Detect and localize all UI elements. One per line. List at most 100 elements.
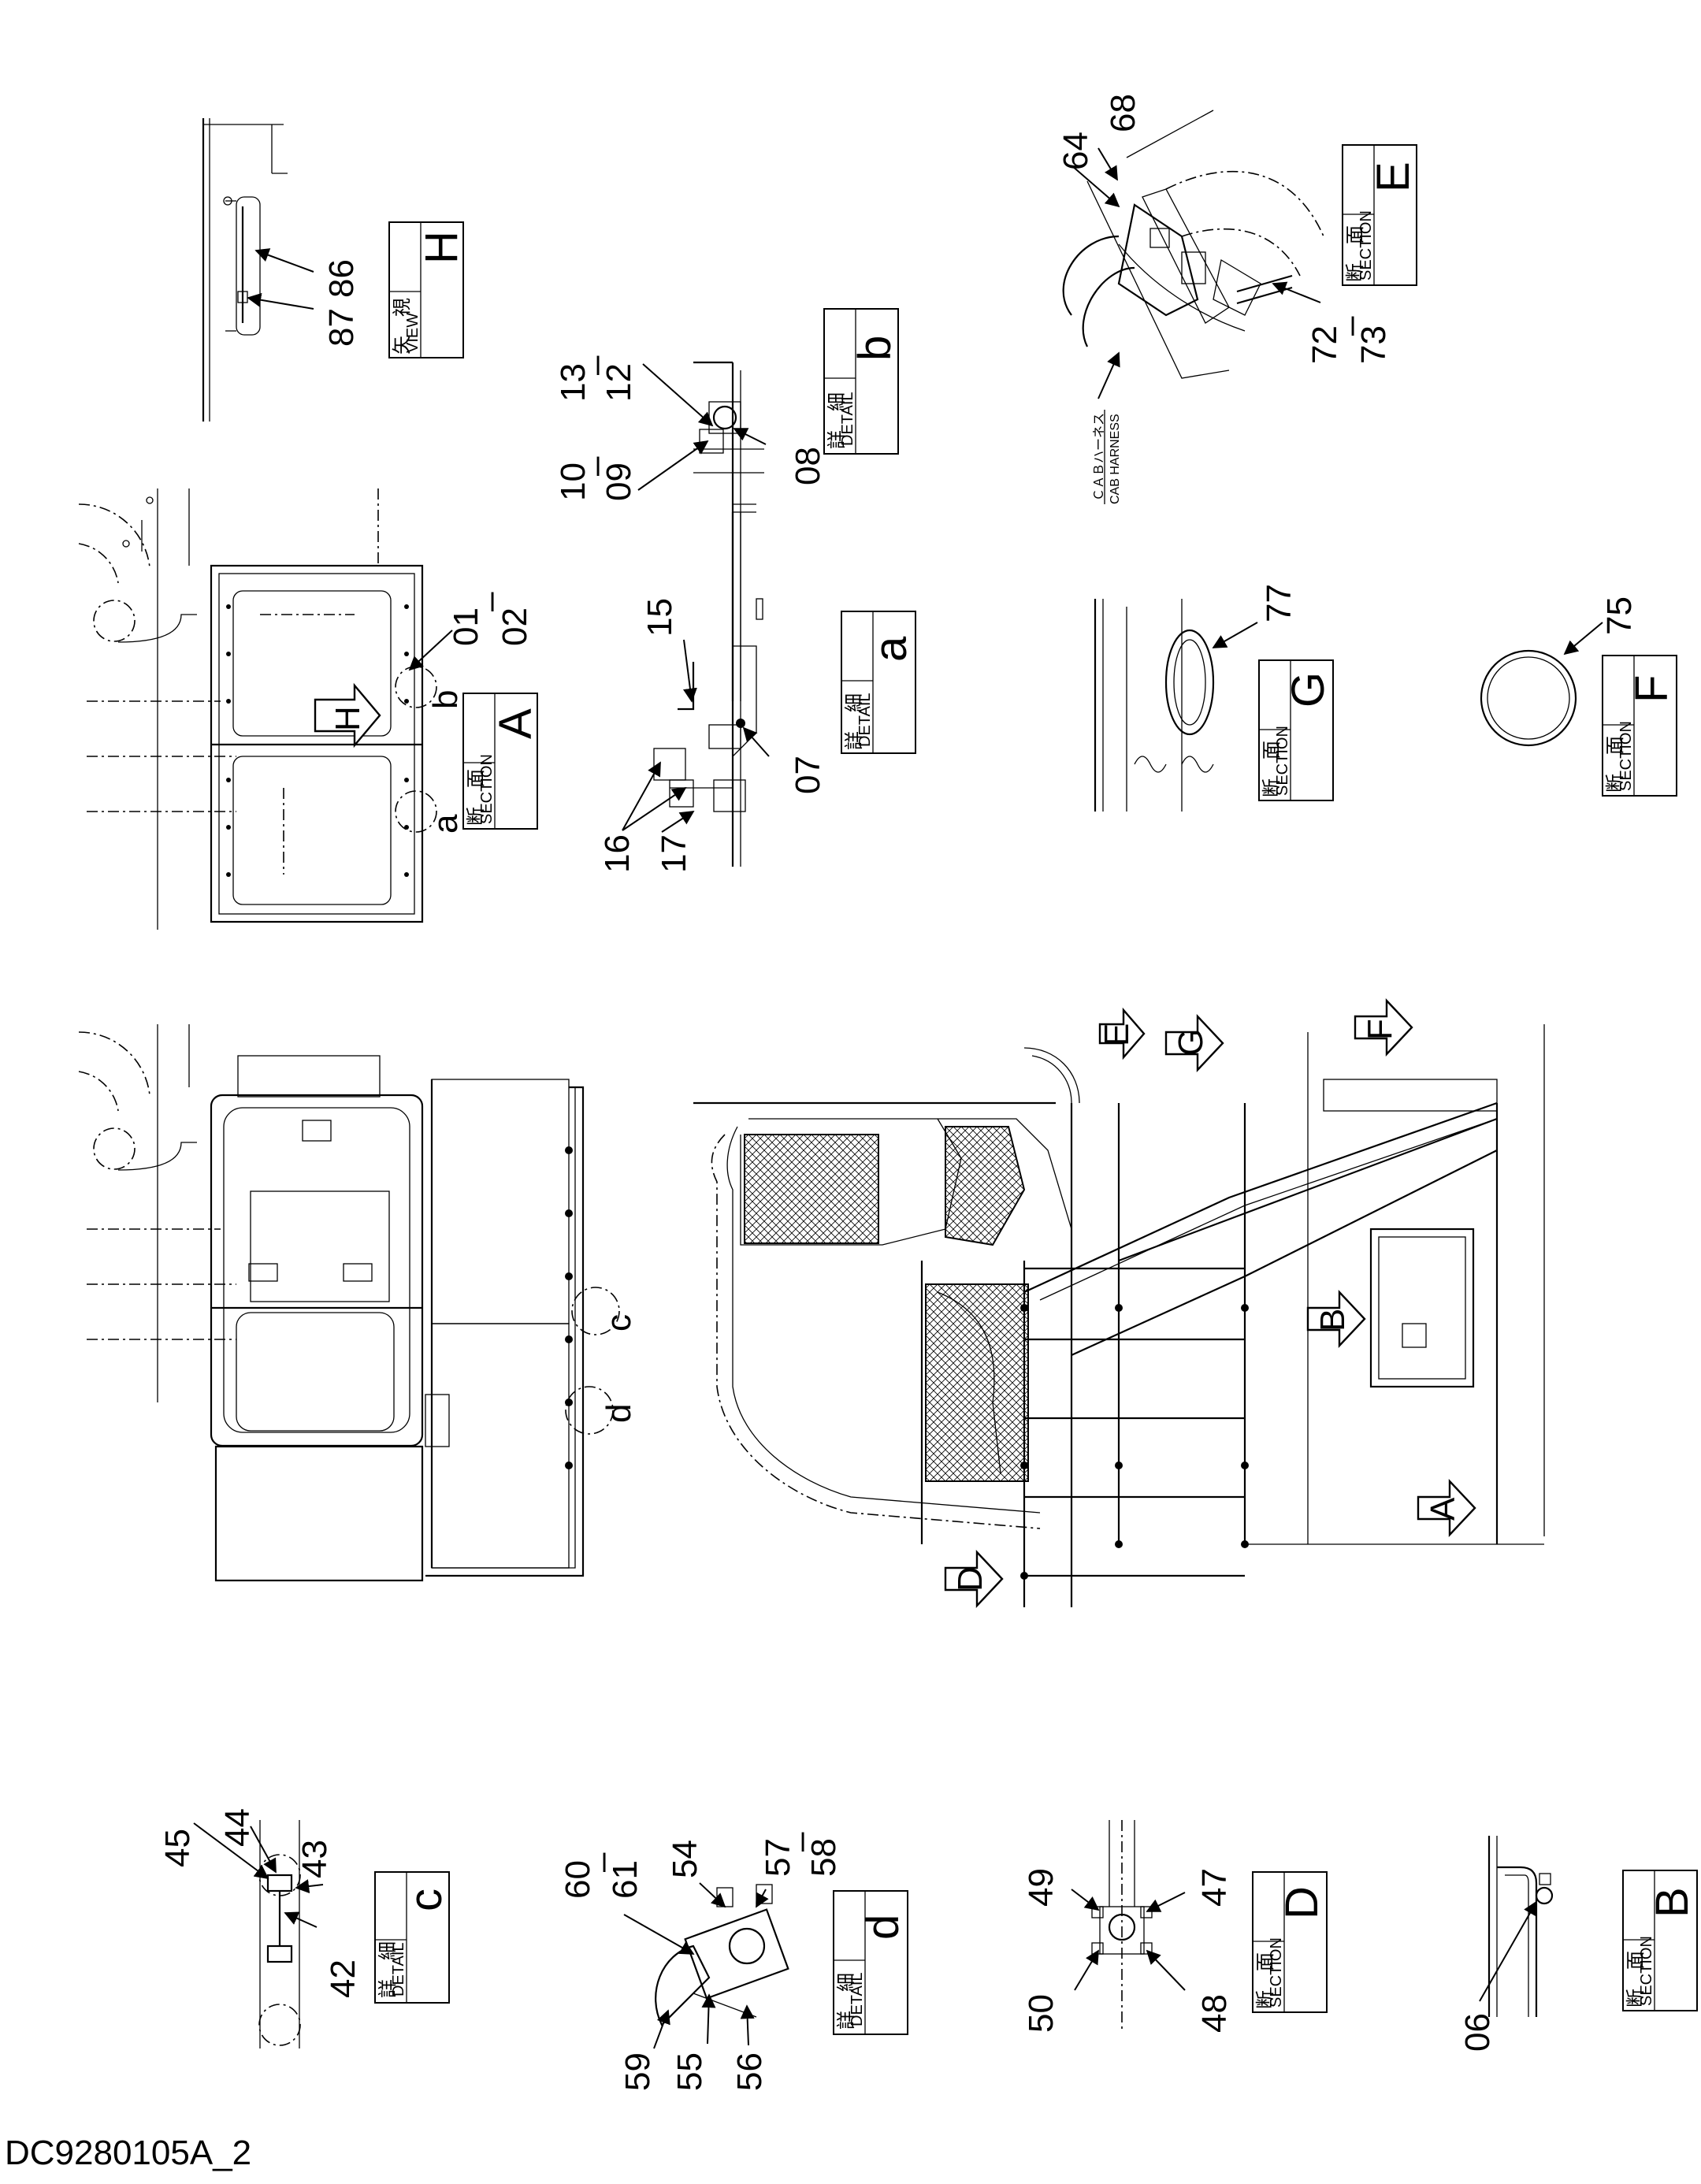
plan-view-drawing — [78, 1024, 585, 1582]
callout-64: 64 — [1057, 132, 1120, 208]
callout-07: 07 — [742, 726, 827, 794]
svg-text:01: 01 — [447, 607, 485, 646]
svg-text:DETAIL: DETAIL — [849, 1972, 866, 2026]
section-g-title-box: 断 面 SECTION G — [1258, 659, 1334, 801]
svg-text:D: D — [1276, 1886, 1328, 1919]
detail-b-drawing — [693, 361, 764, 701]
section-arrow-f: F — [1354, 997, 1413, 1057]
svg-text:SECTION: SECTION — [478, 754, 496, 824]
svg-text:詳 細: 詳 細 — [836, 1973, 857, 2030]
svg-text:–: – — [576, 355, 615, 375]
callout-87-label: 87 — [322, 308, 361, 347]
svg-text:08: 08 — [789, 447, 827, 485]
svg-text:47: 47 — [1195, 1868, 1234, 1907]
svg-text:10: 10 — [554, 462, 592, 501]
view-h-drawing — [202, 118, 288, 422]
svg-text:d: d — [857, 1915, 908, 1940]
svg-text:SECTION: SECTION — [1268, 1937, 1285, 2008]
svg-text:F: F — [1361, 1019, 1399, 1040]
svg-text:c: c — [400, 1889, 451, 1911]
svg-text:54: 54 — [666, 1840, 704, 1878]
svg-text:02: 02 — [496, 607, 534, 646]
section-g-drawing — [1094, 599, 1215, 812]
harness-label-en: CAB HARNESS — [1109, 414, 1122, 504]
svg-text:G: G — [1172, 1029, 1210, 1056]
section-arrow-b: B — [1306, 1289, 1366, 1349]
svg-text:断 面: 断 面 — [1625, 1951, 1647, 2008]
svg-text:b: b — [426, 690, 465, 709]
svg-text:43: 43 — [295, 1840, 334, 1878]
svg-text:a: a — [426, 814, 465, 834]
svg-text:49: 49 — [1022, 1868, 1060, 1907]
svg-text:56: 56 — [730, 2052, 769, 2091]
callout-54: 54 — [666, 1840, 726, 1908]
detail-circle-b: b — [395, 666, 465, 709]
callout-47: 47 — [1146, 1868, 1234, 1912]
section-a-title-box: 断 面 SECTION A — [462, 693, 541, 830]
callout-55: 55 — [670, 1993, 716, 2091]
svg-text:矢 視: 矢 視 — [392, 298, 413, 355]
section-arrow-e: E — [1097, 1007, 1146, 1060]
svg-text:E: E — [1368, 162, 1419, 192]
svg-text:詳 細: 詳 細 — [844, 693, 865, 750]
svg-text:–: – — [470, 592, 509, 611]
svg-text:17: 17 — [655, 834, 693, 873]
callout-86: 86 — [254, 248, 361, 298]
callout-75: 75 — [1563, 596, 1639, 656]
callout-06: 06 — [1458, 1900, 1537, 2052]
svg-text:–: – — [576, 456, 615, 476]
svg-text:60: 60 — [559, 1860, 597, 1899]
svg-text:–: – — [582, 1852, 621, 1872]
svg-text:断 面: 断 面 — [1255, 1952, 1276, 2009]
harness-label-jp: ＣＡＢハーネス — [1092, 413, 1106, 501]
callout-10-09: 10 – 09 — [554, 440, 709, 501]
svg-text:50: 50 — [1022, 1994, 1060, 2033]
svg-text:09: 09 — [600, 462, 638, 501]
detail-circle-c: c — [571, 1287, 638, 1335]
svg-text:断 面: 断 面 — [1605, 736, 1626, 793]
svg-text:F: F — [1626, 675, 1677, 703]
callout-87: 87 — [247, 292, 361, 347]
svg-text:E: E — [1097, 1023, 1136, 1046]
section-f-drawing — [1480, 649, 1577, 747]
callout-57-58: 57 – 58 — [756, 1832, 843, 1908]
detail-c-title-box: 詳 細 DETAIL c — [374, 1871, 451, 2004]
svg-text:72: 72 — [1305, 325, 1344, 364]
detail-b-title-box: 詳 細 DETAIL b — [823, 308, 901, 455]
callout-50: 50 — [1022, 1949, 1099, 2033]
svg-text:13: 13 — [554, 363, 592, 402]
svg-text:73: 73 — [1354, 325, 1393, 364]
svg-text:B: B — [1313, 1309, 1352, 1332]
section-arrow-a: A — [1417, 1478, 1476, 1538]
svg-text:H: H — [416, 231, 467, 264]
svg-text:c: c — [600, 1314, 638, 1332]
svg-text:–: – — [781, 1832, 819, 1852]
svg-text:断 面: 断 面 — [1345, 225, 1366, 282]
svg-text:断 面: 断 面 — [466, 769, 487, 826]
callout-08: 08 — [733, 428, 827, 485]
callout-17: 17 — [655, 811, 695, 873]
svg-text:SECTION: SECTION — [1638, 1936, 1655, 2006]
svg-text:44: 44 — [218, 1808, 257, 1847]
svg-text:b: b — [849, 336, 901, 361]
section-b-title-box: 断 面 SECTION B — [1622, 1870, 1698, 2011]
callout-42: 42 — [284, 1911, 362, 1998]
svg-text:42: 42 — [324, 1959, 362, 1998]
svg-text:H: H — [329, 706, 367, 731]
detail-circle-d: d — [565, 1386, 638, 1435]
svg-text:45: 45 — [158, 1829, 197, 1867]
svg-text:07: 07 — [789, 756, 827, 794]
svg-text:G: G — [1283, 672, 1334, 708]
callout-59: 59 — [618, 2009, 670, 2091]
detail-circle-a: a — [395, 790, 465, 834]
svg-text:77: 77 — [1260, 584, 1298, 622]
callout-72-73: 72 – 73 — [1272, 281, 1393, 364]
svg-text:16: 16 — [598, 834, 637, 873]
svg-text:A: A — [490, 708, 541, 739]
section-d-title-box: 断 面 SECTION D — [1252, 1871, 1328, 2013]
svg-text:B: B — [1647, 1887, 1698, 1918]
svg-text:VIEW: VIEW — [404, 313, 422, 353]
svg-text:a: a — [865, 636, 916, 662]
svg-text:A: A — [1424, 1497, 1462, 1521]
